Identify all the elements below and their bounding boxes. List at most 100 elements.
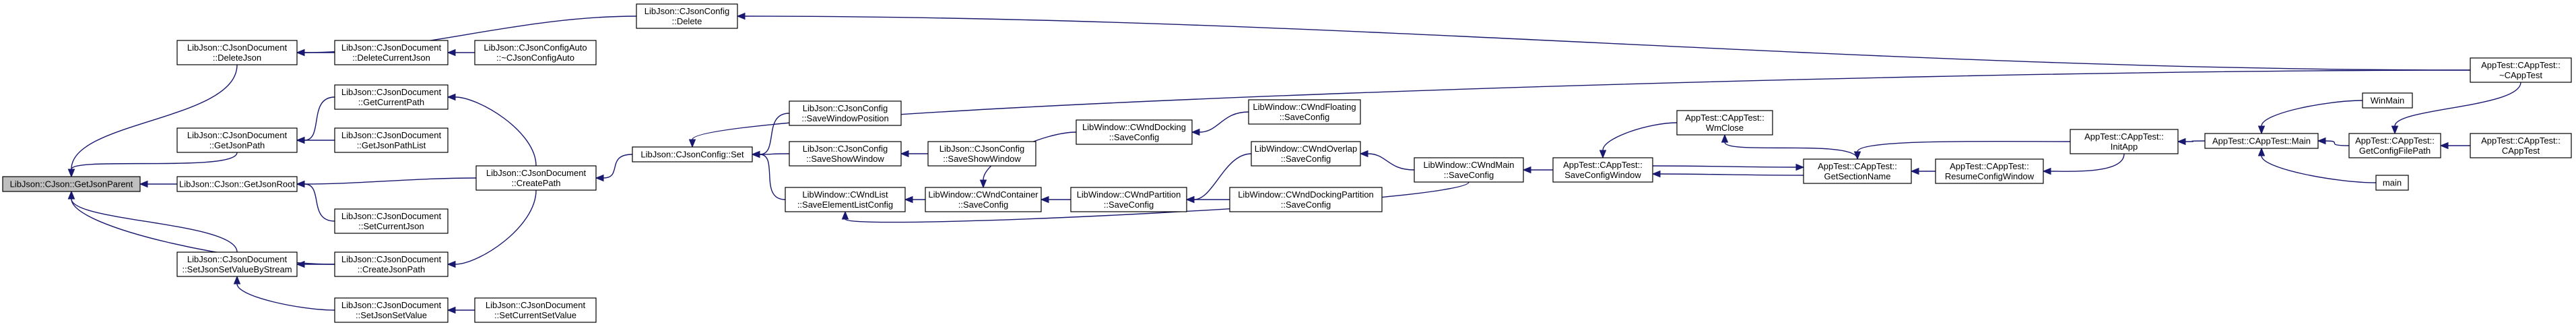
node-setJsonSetValue[interactable]: LibJson::CJsonDocument::SetJsonSetValue	[334, 297, 449, 323]
node-wndContainerSave[interactable]: LibWindow::CWndContainer::SaveConfig	[925, 187, 1042, 212]
node-label: LibWindow::CWndOverlap	[1255, 144, 1357, 154]
node-label: ::SetCurrentJson	[358, 221, 424, 231]
node-resumeConfigWindow[interactable]: AppTest::CAppTest::ResumeConfigWindow	[1935, 158, 2044, 184]
node-cfgDelete[interactable]: LibJson::CJsonConfig::Delete	[636, 3, 738, 29]
node-deleteCurrentJson[interactable]: LibJson::CJsonDocument::DeleteCurrentJso…	[334, 40, 449, 65]
node-getSectionName[interactable]: AppTest::CAppTest::GetSectionName	[1803, 158, 1912, 184]
node-wndOverlapSave[interactable]: LibWindow::CWndOverlap::SaveConfig	[1251, 141, 1361, 167]
node-label: AppTest::CAppTest::	[1818, 161, 1897, 171]
node-mainFn[interactable]: main	[2375, 175, 2409, 191]
node-appDtor[interactable]: AppTest::CAppTest::~CAppTest	[2470, 57, 2572, 83]
node-wndFloatingSave[interactable]: LibWindow::CWndFloating::SaveConfig	[1248, 99, 1361, 125]
arrowhead-wndFloatingSave-to-wndDockingSave	[1191, 128, 1200, 136]
edge-setJsonSetValueByStream-to-getJsonParent	[71, 198, 238, 253]
node-box	[1248, 99, 1361, 125]
node-label: AppTest::CAppTest::	[2355, 136, 2435, 146]
node-deleteJson[interactable]: LibJson::CJsonDocument::DeleteJson	[176, 40, 298, 65]
node-getJsonRoot[interactable]: LibJson::CJson::GetJsonRoot	[176, 176, 298, 192]
edge-createPath-to-getCurrentPath	[455, 96, 537, 167]
node-wmClose[interactable]: AppTest::CAppTest::WmClose	[1676, 110, 1773, 136]
node-getConfigFilePath[interactable]: AppTest::CAppTest::GetConfigFilePath	[2348, 133, 2441, 158]
edge-saveWindowPosition-to-cfgSet	[759, 113, 790, 155]
node-box	[176, 176, 298, 192]
node-wndPartitionSave[interactable]: LibWindow::CWndPartition::SaveConfig	[1070, 187, 1187, 212]
edges-layer	[67, 12, 2521, 314]
edge-createPath-to-getJsonRoot	[304, 177, 477, 185]
node-label: LibJson::CJson::GetJsonParent	[10, 179, 133, 189]
node-box	[2470, 57, 2572, 83]
node-box	[2348, 133, 2441, 158]
node-label: AppTest::CAppTest::	[1563, 160, 1643, 170]
node-box	[176, 127, 298, 153]
node-label: LibJson::CJsonDocument	[341, 300, 442, 310]
node-setCurrentJson[interactable]: LibJson::CJsonDocument::SetCurrentJson	[334, 208, 449, 234]
node-box	[475, 165, 597, 191]
node-box	[2070, 129, 2179, 154]
edge-getSectionName-to-wmClose	[1724, 142, 1858, 160]
node-wndListSave[interactable]: LibWindow::CWndList::SaveElementListConf…	[785, 187, 906, 212]
arrowhead-resumeConfigWindow-to-getSectionName	[1910, 167, 1919, 175]
node-label: InitApp	[2111, 142, 2138, 152]
node-label: LibJson::CJsonConfig	[939, 144, 1024, 154]
node-createJsonPath[interactable]: LibJson::CJsonDocument::CreateJsonPath	[334, 251, 449, 277]
edge-wndFloatingSave-to-wndDockingSave	[1199, 111, 1249, 133]
node-saveConfigWindow[interactable]: AppTest::CAppTest::SaveConfigWindow	[1552, 157, 1653, 183]
arrowhead-setJsonSetValue-to-setJsonSetValueByStream	[233, 275, 241, 285]
arrowhead-setCurrentSetValue-to-setJsonSetValue	[447, 306, 456, 314]
edge-getSectionName-to-saveConfigWindow	[1659, 173, 1804, 176]
node-label: SaveConfigWindow	[1564, 170, 1641, 180]
node-initApp[interactable]: AppTest::CAppTest::InitApp	[2070, 129, 2179, 154]
edge-setJsonSetValue-to-setJsonSetValueByStream	[236, 283, 335, 311]
arrowhead-saveShowWindow-to-cfgSaveShowWindow	[900, 150, 909, 158]
node-box	[2375, 175, 2409, 191]
node-label: GetConfigFilePath	[2359, 146, 2431, 156]
node-setJsonSetValueByStream[interactable]: LibJson::CJsonDocument::SetJsonSetValueB…	[176, 251, 298, 277]
node-box	[474, 40, 597, 65]
node-cfgSet[interactable]: LibJson::CJsonConfig::Set	[632, 146, 753, 162]
edge-initApp-to-resumeConfigWindow	[2050, 153, 2125, 172]
node-saveShowWindow[interactable]: LibJson::CJsonConfig::SaveShowWindow	[927, 141, 1036, 167]
arrowhead-wndPartitionSave-to-wndContainerSave	[1040, 196, 1049, 204]
node-appCtor[interactable]: AppTest::CAppTest::CAppTest	[2470, 133, 2572, 158]
node-label: GetSectionName	[1824, 171, 1891, 181]
node-cfgAutoDtor[interactable]: LibJson::CJsonConfigAuto::~CJsonConfigAu…	[474, 40, 597, 65]
node-wndDockPartSave[interactable]: LibWindow::CWndDockingPartition::SaveCon…	[1229, 187, 1383, 212]
node-label: ::SetCurrentSetValue	[494, 310, 576, 320]
node-getJsonParent[interactable]: LibJson::CJson::GetJsonParent	[2, 176, 141, 192]
node-label: LibJson::CJsonDocument	[486, 300, 586, 310]
arrowhead-createPath-to-getCurrentPath	[447, 93, 456, 101]
node-label: ::SaveConfig	[1444, 170, 1494, 180]
node-wndMainSave[interactable]: LibWindow::CWndMain::SaveConfig	[1414, 157, 1524, 183]
node-box	[176, 40, 298, 65]
arrowhead-initApp-to-resumeConfigWindow	[2042, 167, 2051, 175]
arrowhead-wndMainSave-to-wndListSave	[841, 210, 849, 220]
edge-createPath-to-createJsonPath	[455, 189, 537, 265]
arrowhead-setCurrentJson-to-getJsonRoot	[296, 180, 305, 188]
node-label: LibJson::CJsonConfig	[803, 144, 888, 154]
node-getCurrentPath[interactable]: LibJson::CJsonDocument::GetCurrentPath	[334, 84, 449, 110]
edge-winMain-to-appMain	[2261, 100, 2363, 127]
node-label: ::SaveShowWindow	[806, 154, 884, 164]
arrowhead-getConfigFilePath-to-appMain	[2317, 137, 2326, 145]
edge-wndOverlapSave-to-wndPartitionSave	[1193, 153, 1252, 200]
node-label: LibJson::CJsonDocument	[187, 254, 288, 264]
node-wndDockingSave[interactable]: LibWindow::CWndDocking::SaveConfig	[1076, 119, 1193, 145]
node-setCurrentSetValue[interactable]: LibJson::CJsonDocument::SetCurrentSetVal…	[474, 297, 597, 323]
node-getJsonPath[interactable]: LibJson::CJsonDocument::GetJsonPath	[176, 127, 298, 153]
node-box	[632, 146, 753, 162]
node-label: LibJson::CJsonDocument	[341, 130, 442, 140]
node-label: LibWindow::CWndDocking	[1082, 122, 1186, 132]
node-label: ::DeleteJson	[213, 53, 261, 63]
node-box	[334, 127, 449, 153]
node-saveWindowPosition[interactable]: LibJson::CJsonConfig::SaveWindowPosition	[789, 100, 902, 126]
node-label: ::SaveConfig	[1281, 200, 1331, 210]
node-label: LibWindow::CWndPartition	[1077, 189, 1181, 200]
arrowhead-wndListSave-to-cfgSet	[751, 150, 760, 158]
node-getJsonPathList[interactable]: LibJson::CJsonDocument::GetJsonPathList	[334, 127, 449, 153]
node-appMain[interactable]: AppTest::CAppTest::Main	[2204, 133, 2319, 149]
node-createPath[interactable]: LibJson::CJsonDocument::CreatePath	[475, 165, 597, 191]
node-cfgSaveShowWindow[interactable]: LibJson::CJsonConfig::SaveShowWindow	[789, 141, 902, 167]
node-winMain[interactable]: WinMain	[2362, 92, 2413, 109]
arrowhead-saveConfigWindow-to-wndMainSave	[1522, 166, 1531, 174]
